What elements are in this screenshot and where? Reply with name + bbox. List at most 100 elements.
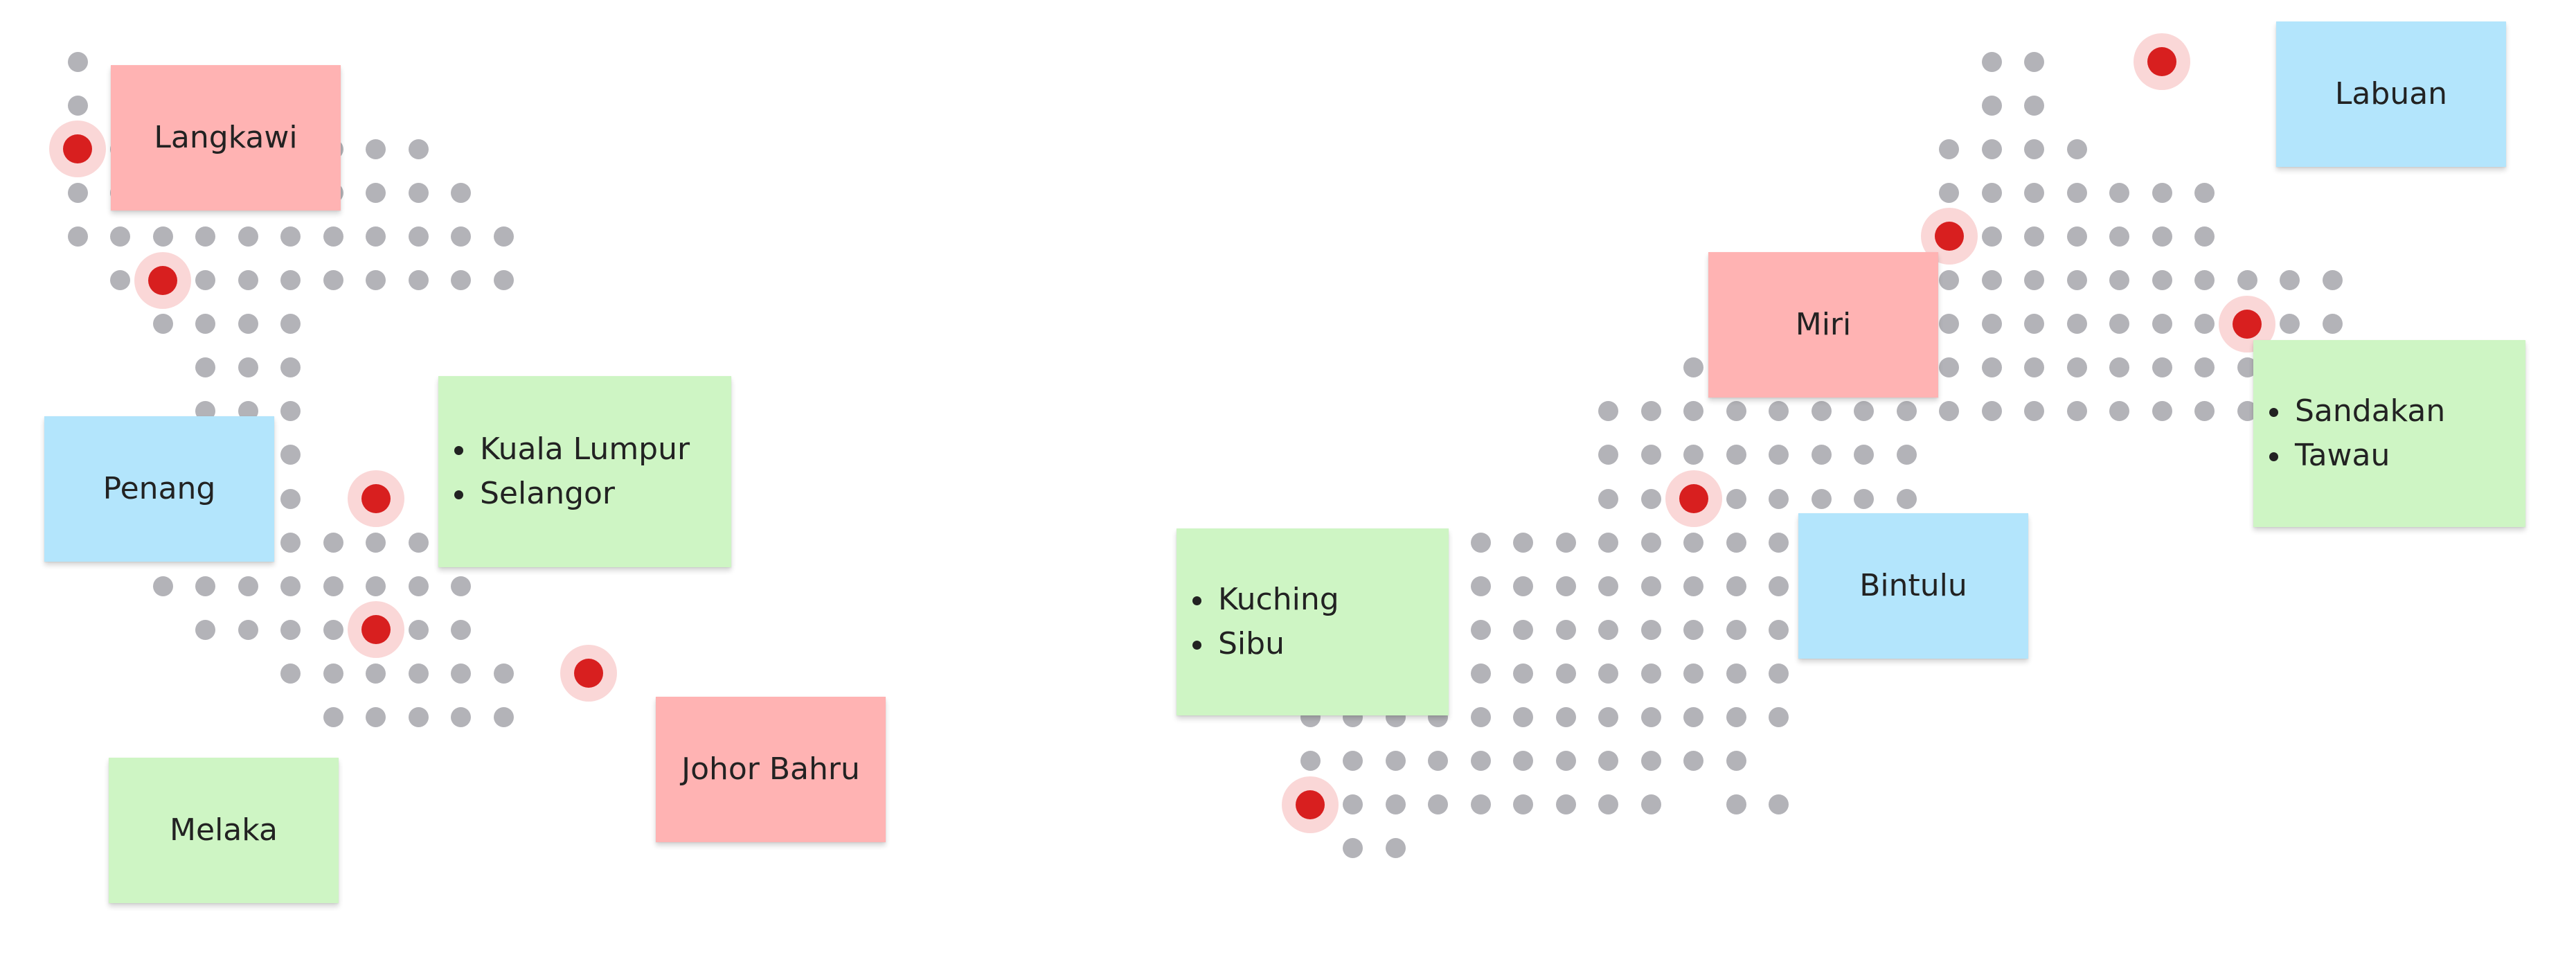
borneo-map-dot bbox=[2152, 226, 2172, 247]
borneo-map-dot bbox=[1726, 445, 1746, 465]
pin-core bbox=[148, 265, 177, 295]
borneo-map-dot bbox=[1939, 182, 1959, 203]
peninsular-map-dot bbox=[280, 532, 301, 553]
peninsular-map-dot bbox=[323, 270, 343, 290]
peninsular-map-dot bbox=[323, 707, 343, 727]
borneo-map-dot bbox=[1769, 488, 1789, 509]
borneo-map-dot bbox=[1640, 401, 1661, 422]
borneo-map-dot bbox=[1428, 794, 1448, 815]
borneo-map-dot bbox=[2194, 182, 2215, 203]
borneo-map-dot bbox=[1683, 532, 1703, 553]
map-pin-marker-icon[interactable] bbox=[347, 601, 404, 659]
borneo-map-dot bbox=[2024, 401, 2044, 422]
note-johor-bahru-label: Johor Bahru bbox=[681, 751, 860, 787]
borneo-map-dot bbox=[1640, 707, 1661, 727]
peninsular-map-dot bbox=[493, 226, 514, 247]
peninsular-map-dot bbox=[152, 576, 173, 596]
note-miri[interactable]: Miri bbox=[1708, 252, 1938, 398]
borneo-map-dot bbox=[1470, 751, 1491, 772]
peninsular-map-dot bbox=[67, 226, 88, 247]
note-miri-label: Miri bbox=[1795, 307, 1852, 343]
borneo-map-dot bbox=[1598, 619, 1618, 640]
borneo-map-dot bbox=[2024, 139, 2044, 159]
borneo-map-dot bbox=[1939, 357, 1959, 378]
note-melaka[interactable]: Melaka bbox=[109, 758, 339, 903]
note-kuching-list: Kuching Sibu bbox=[1177, 578, 1339, 666]
borneo-map-dot bbox=[1598, 576, 1618, 596]
peninsular-map-dot bbox=[451, 707, 471, 727]
map-pin-marker-icon[interactable] bbox=[1665, 470, 1722, 527]
map-pin-marker-icon[interactable] bbox=[1282, 776, 1339, 833]
borneo-map-dot bbox=[1513, 794, 1533, 815]
borneo-map-dot bbox=[1811, 445, 1832, 465]
peninsular-map-dot bbox=[67, 95, 88, 116]
borneo-map-dot bbox=[2109, 270, 2129, 290]
peninsular-map-dot bbox=[451, 576, 471, 596]
note-langkawi[interactable]: Langkawi bbox=[111, 65, 341, 211]
note-johor-bahru[interactable]: Johor Bahru bbox=[656, 697, 886, 842]
borneo-map-dot bbox=[2066, 401, 2087, 422]
peninsular-map-dot bbox=[280, 270, 301, 290]
borneo-map-dot bbox=[2194, 270, 2215, 290]
borneo-map-dot bbox=[1428, 751, 1448, 772]
map-pin-marker-icon[interactable] bbox=[2219, 295, 2275, 353]
peninsular-map-dot bbox=[366, 139, 386, 159]
map-pin-marker-icon[interactable] bbox=[347, 470, 404, 527]
borneo-map-dot bbox=[1300, 751, 1321, 772]
note-sandakan-tawau[interactable]: Sandakan Tawau bbox=[2253, 340, 2525, 527]
peninsular-map-dot bbox=[195, 357, 215, 378]
borneo-map-dot bbox=[1343, 751, 1363, 772]
peninsular-map-dot bbox=[323, 576, 343, 596]
borneo-map-dot bbox=[1939, 139, 1959, 159]
borneo-map-dot bbox=[2024, 51, 2044, 72]
borneo-map-dot bbox=[1598, 488, 1618, 509]
borneo-map-dot bbox=[1769, 619, 1789, 640]
peninsular-map-dot bbox=[408, 619, 429, 640]
map-pin-marker-icon[interactable] bbox=[2134, 33, 2190, 90]
peninsular-map-dot bbox=[408, 532, 429, 553]
note-bintulu[interactable]: Bintulu bbox=[1798, 513, 2028, 659]
map-pin-marker-icon[interactable] bbox=[49, 121, 106, 178]
borneo-map-dot bbox=[1981, 357, 2002, 378]
borneo-map-dot bbox=[1769, 794, 1789, 815]
peninsular-map-dot bbox=[408, 270, 429, 290]
note-sandakan-item-sandakan: Sandakan bbox=[2292, 389, 2445, 434]
borneo-map-dot bbox=[2066, 314, 2087, 335]
borneo-map-dot bbox=[1640, 794, 1661, 815]
borneo-map-dot bbox=[1470, 794, 1491, 815]
borneo-map-dot bbox=[1726, 401, 1746, 422]
borneo-map-dot bbox=[1513, 576, 1533, 596]
pin-core bbox=[361, 484, 391, 513]
borneo-map-dot bbox=[2109, 314, 2129, 335]
borneo-map-dot bbox=[1343, 794, 1363, 815]
note-langkawi-label: Langkawi bbox=[154, 120, 298, 156]
borneo-map-dot bbox=[2194, 314, 2215, 335]
borneo-map-dot bbox=[2152, 357, 2172, 378]
map-pin-marker-icon[interactable] bbox=[134, 251, 191, 309]
borneo-map-dot bbox=[1726, 751, 1746, 772]
borneo-map-dot bbox=[2152, 270, 2172, 290]
borneo-map-dot bbox=[1470, 707, 1491, 727]
borneo-map-dot bbox=[1640, 576, 1661, 596]
note-kuala-lumpur-selangor[interactable]: Kuala Lumpur Selangor bbox=[438, 376, 731, 567]
peninsular-map-dot bbox=[67, 51, 88, 72]
peninsular-map-dot bbox=[280, 314, 301, 335]
peninsular-map-dot bbox=[408, 139, 429, 159]
peninsular-map-dot bbox=[366, 663, 386, 684]
borneo-map-dot bbox=[2066, 270, 2087, 290]
pin-core bbox=[1934, 222, 1964, 251]
borneo-map-dot bbox=[1726, 707, 1746, 727]
note-kuching-sibu[interactable]: Kuching Sibu bbox=[1177, 528, 1449, 715]
peninsular-map-dot bbox=[238, 576, 258, 596]
note-penang[interactable]: Penang bbox=[44, 416, 274, 562]
borneo-map-dot bbox=[1555, 576, 1576, 596]
borneo-map-dot bbox=[1981, 95, 2002, 116]
borneo-map-dot bbox=[1555, 663, 1576, 684]
peninsular-map-dot bbox=[408, 226, 429, 247]
borneo-map-dot bbox=[1981, 226, 2002, 247]
peninsular-map-dot bbox=[408, 182, 429, 203]
peninsular-map-dot bbox=[110, 226, 130, 247]
map-pin-marker-icon[interactable] bbox=[560, 645, 617, 702]
note-labuan[interactable]: Labuan bbox=[2276, 21, 2506, 167]
peninsular-map-dot bbox=[493, 663, 514, 684]
